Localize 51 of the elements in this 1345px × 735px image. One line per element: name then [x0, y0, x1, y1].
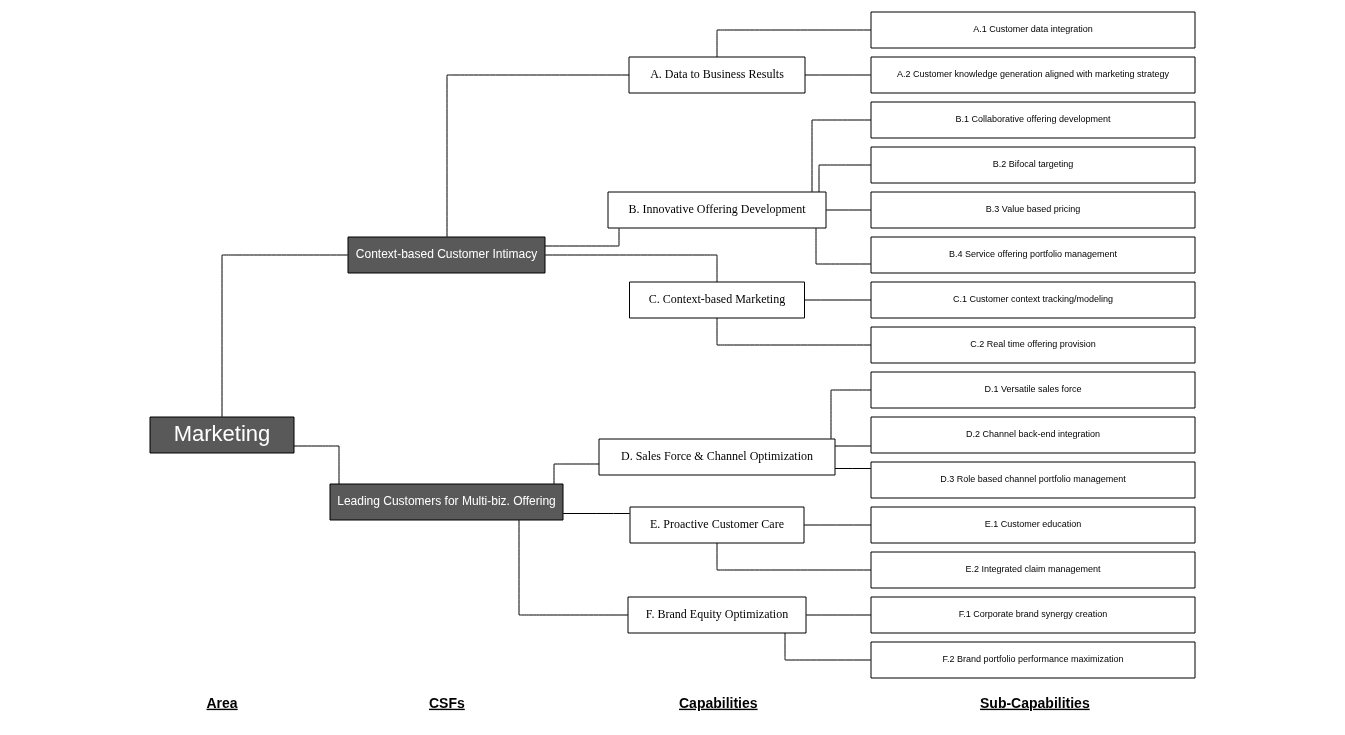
connector — [804, 74, 872, 76]
node-box: F. Brand Equity Optimization — [627, 596, 807, 634]
node-box: D.1 Versatile sales force — [870, 371, 1196, 409]
node-box: B.4 Service offering portfolio management — [870, 236, 1196, 274]
connector — [784, 632, 872, 661]
connector — [818, 164, 872, 193]
node-box: E. Proactive Customer Care — [629, 506, 805, 544]
node-box: D. Sales Force & Channel Optimization — [598, 438, 836, 476]
connector — [830, 389, 872, 440]
connector — [544, 227, 620, 247]
node-box: B. Innovative Offering Development — [607, 191, 827, 229]
connector — [834, 445, 872, 447]
node-box: C.2 Real time offering provision — [870, 326, 1196, 364]
connector — [544, 254, 718, 283]
node-box: A.1 Customer data integration — [870, 11, 1196, 49]
node-box: B.1 Collaborative offering development — [870, 101, 1196, 139]
node-box: F.1 Corporate brand synergy creation — [870, 596, 1196, 634]
node-box: A.2 Customer knowledge generation aligned with marketing strategy — [870, 56, 1196, 94]
node-box: A. Data to Business Results — [628, 56, 806, 94]
node-box: Leading Customers for Multi-biz. Offering — [329, 483, 564, 521]
connector — [834, 468, 872, 469]
label: Capabilities — [679, 694, 758, 711]
label: Area — [206, 694, 238, 711]
connector — [805, 614, 872, 616]
connector — [825, 209, 872, 211]
connector — [804, 299, 872, 301]
label: Sub-Capabilities — [980, 694, 1090, 711]
node-box: C.1 Customer context tracking/modeling — [870, 281, 1196, 319]
connector — [716, 29, 872, 58]
connector — [518, 519, 629, 616]
label: CSFs — [429, 694, 465, 711]
connector — [811, 119, 872, 193]
node-box: F.2 Brand portfolio performance maximization — [870, 641, 1196, 679]
node-box: Context-based Customer Intimacy — [347, 236, 546, 274]
connector — [803, 524, 872, 526]
node-box: D.3 Role based channel portfolio management — [870, 461, 1196, 499]
node-box: B.3 Value based pricing — [870, 191, 1196, 229]
node-box: D.2 Channel back-end integration — [870, 416, 1196, 454]
connector — [562, 513, 631, 514]
connector — [446, 74, 630, 238]
node-box: E.1 Customer education — [870, 506, 1196, 544]
connector — [716, 542, 872, 571]
connector — [815, 227, 872, 265]
node-box: E.2 Integrated claim management — [870, 551, 1196, 589]
node-box: B.2 Bifocal targeting — [870, 146, 1196, 184]
connector — [293, 445, 340, 485]
node-box: C. Context-based Marketing — [629, 281, 805, 319]
connector — [221, 254, 349, 418]
node-box: Marketing — [149, 416, 295, 454]
connector — [716, 317, 872, 346]
connector — [553, 463, 600, 485]
